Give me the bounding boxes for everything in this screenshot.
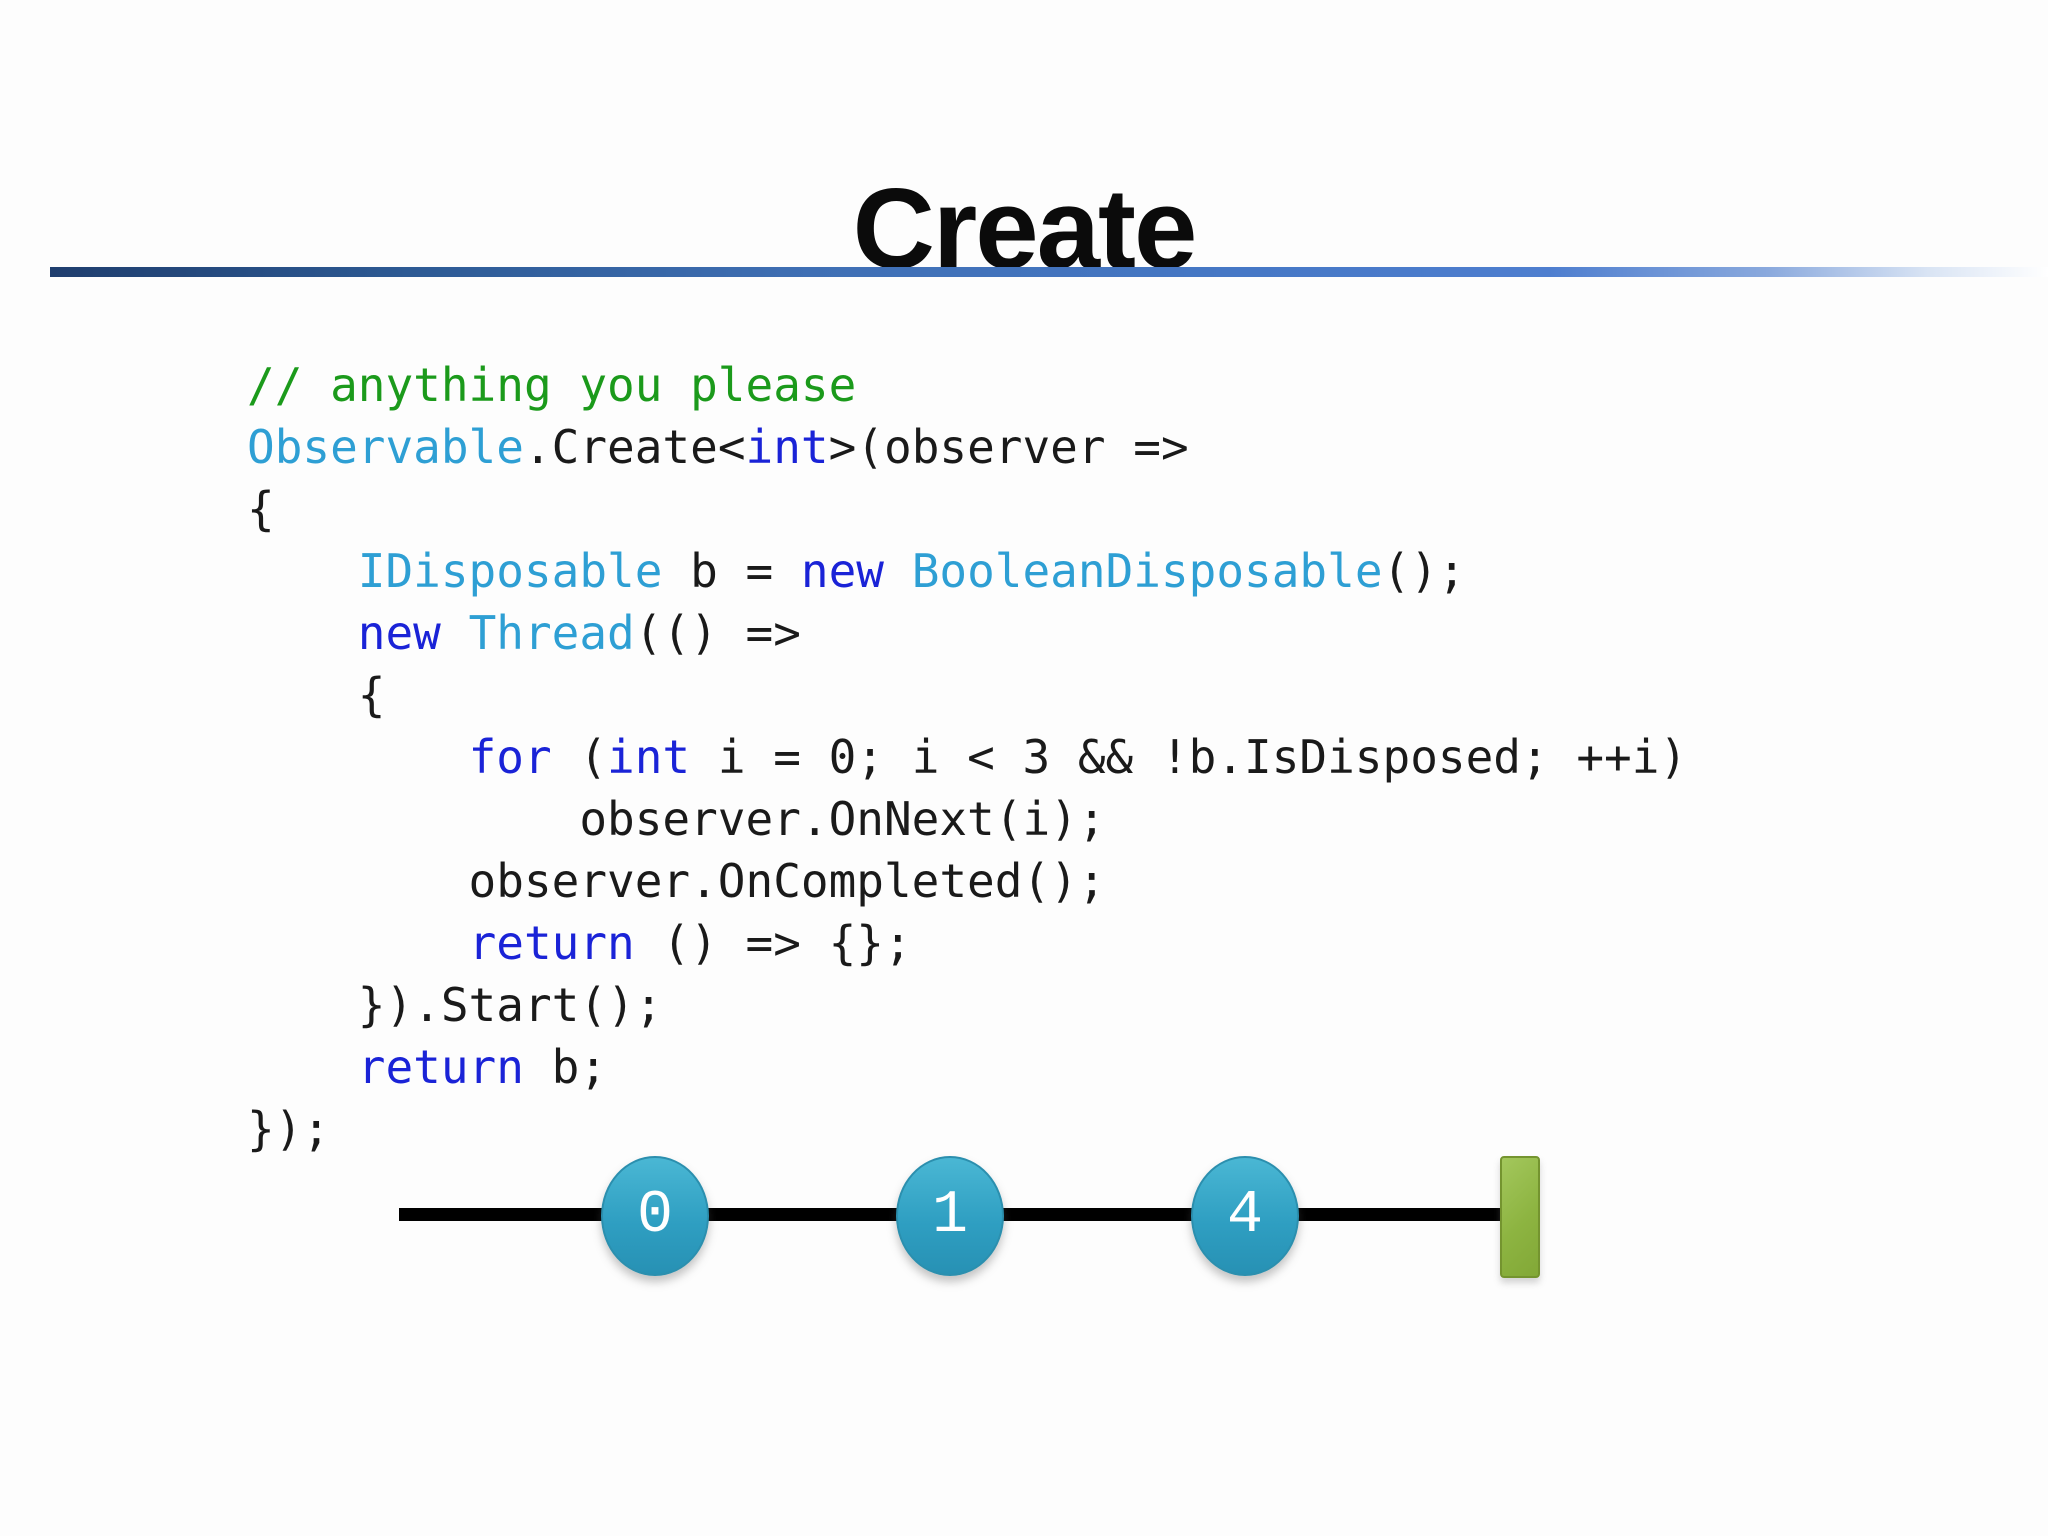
code-token-plain: (() => [634,606,801,660]
code-token-plain: >(observer => [828,420,1189,474]
code-token-keyword: return [468,916,635,970]
code-line: new Thread(() => [247,602,1687,664]
code-token-plain: (); [1382,544,1466,598]
code-line: { [247,664,1687,726]
code-token-plain [441,606,469,660]
code-token-plain: }).Start(); [247,978,663,1032]
code-token-keyword: new [357,606,441,660]
code-line: // anything you please [247,354,1687,416]
marble-4: 4 [1191,1156,1299,1276]
code-line: }); [247,1098,1687,1160]
code-token-type: IDisposable [357,544,663,598]
marble-value: 1 [931,1182,968,1250]
code-line: observer.OnNext(i); [247,788,1687,850]
title-divider-rule [50,267,2048,277]
code-token-plain [247,544,358,598]
code-line: IDisposable b = new BooleanDisposable(); [247,540,1687,602]
code-token-plain [247,730,469,784]
marble-value: 0 [636,1182,673,1250]
code-token-keyword: int [607,730,691,784]
code-token-plain: { [247,668,386,722]
code-token-keyword: int [745,420,829,474]
code-token-plain: b = [662,544,801,598]
code-token-plain: ( [551,730,608,784]
marble-1: 1 [896,1156,1004,1276]
code-line: return b; [247,1036,1687,1098]
code-token-type: Observable [247,420,524,474]
code-token-plain [247,606,358,660]
code-token-plain: observer.OnCompleted(); [247,854,1106,908]
code-token-plain: }); [247,1102,331,1156]
code-token-comment: // anything you please [247,358,857,412]
marble-0: 0 [601,1156,709,1276]
code-token-plain [884,544,912,598]
code-token-plain: { [247,482,275,536]
marble-value: 4 [1226,1182,1263,1250]
code-token-plain: observer.OnNext(i); [247,792,1106,846]
code-token-keyword: return [357,1040,524,1094]
code-token-keyword: for [468,730,552,784]
code-token-plain [247,1040,358,1094]
code-line: { [247,478,1687,540]
code-line: observer.OnCompleted(); [247,850,1687,912]
code-token-type: BooleanDisposable [911,544,1383,598]
code-token-keyword: new [800,544,884,598]
code-token-plain: () => {}; [634,916,912,970]
code-token-plain: .Create< [523,420,746,474]
code-token-plain [247,916,469,970]
code-line: return () => {}; [247,912,1687,974]
code-line: Observable.Create<int>(observer => [247,416,1687,478]
code-line: for (int i = 0; i < 3 && !b.IsDisposed; … [247,726,1688,788]
code-token-plain: b; [523,1040,608,1094]
code-token-type: Thread [468,606,635,660]
code-token-plain: i = 0; i < 3 && !b.IsDisposed; ++i) [690,730,1688,784]
oncompleted-bar [1500,1156,1540,1278]
code-line: }).Start(); [247,974,1687,1036]
timeline-line [399,1208,1503,1221]
